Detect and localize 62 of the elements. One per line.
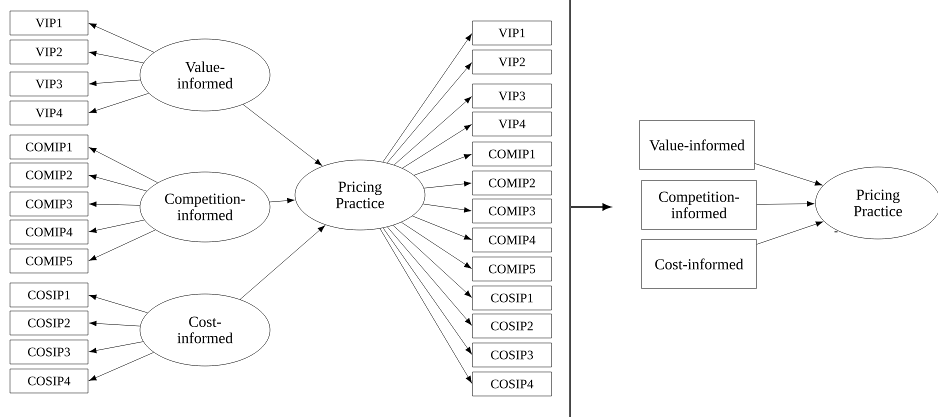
arrow	[422, 204, 472, 213]
arrow	[380, 228, 472, 384]
arrow	[89, 220, 145, 234]
arrow	[269, 198, 295, 204]
indicator-box: COMIP1	[10, 134, 88, 160]
arrow	[88, 174, 148, 192]
arrow	[89, 201, 140, 207]
indicator-box: COMIP5	[472, 256, 552, 282]
indicator-box: VIP3	[472, 84, 552, 108]
indicator-box: COSIP3	[10, 340, 88, 364]
arrow	[414, 154, 472, 176]
arrow	[392, 225, 472, 298]
indicator-box: COSIP4	[10, 368, 88, 394]
arrow	[89, 50, 144, 64]
construct-box: Cost-informed	[641, 239, 757, 289]
indicator-box: COMIP4	[10, 220, 88, 244]
arrow	[88, 23, 154, 53]
indicator-box: VIP4	[472, 112, 552, 136]
arrow	[402, 124, 472, 168]
indicator-box: COMIP2	[472, 170, 552, 196]
arrow	[89, 320, 140, 326]
arrow	[242, 104, 322, 166]
arrow	[756, 221, 824, 245]
indicator-box: COSIP1	[472, 286, 552, 310]
arrow	[89, 80, 141, 86]
arrow	[88, 294, 148, 314]
construct-box: Value-informed	[639, 120, 755, 170]
arrow	[382, 228, 472, 354]
arrow	[401, 222, 472, 269]
arrow	[88, 352, 154, 381]
arrow	[88, 93, 149, 114]
arrow	[756, 201, 814, 207]
indicator-box: COSIP4	[472, 372, 552, 396]
indicator-box: COSIP1	[10, 282, 88, 308]
indicator-box: VIP3	[10, 72, 88, 96]
arrow	[387, 226, 472, 326]
indicator-box: COSIP2	[10, 310, 88, 336]
arrow	[89, 341, 144, 354]
mark-text: -	[834, 231, 838, 232]
indicator-box: COSIP3	[472, 342, 552, 368]
indicator-box: VIP1	[472, 20, 552, 46]
arrow	[88, 147, 158, 183]
indicator-box: VIP1	[10, 10, 88, 36]
arrow	[386, 62, 472, 164]
indicator-box: COMIP4	[472, 228, 552, 252]
indicator-box: COMIP2	[10, 162, 88, 188]
indicator-box: COSIP2	[472, 314, 552, 338]
arrow	[240, 225, 326, 300]
arrow	[382, 34, 472, 162]
arrow	[424, 181, 472, 188]
indicator-box: VIP4	[10, 100, 88, 126]
arrow	[394, 96, 472, 166]
construct-box: Competition-informed	[641, 180, 757, 230]
arrow	[88, 230, 156, 261]
arrow	[412, 216, 472, 240]
indicator-box: COMIP5	[10, 248, 88, 274]
arrow	[754, 163, 822, 186]
indicator-box: VIP2	[10, 40, 88, 64]
indicator-box: COMIP3	[10, 192, 88, 216]
indicator-box: COMIP3	[472, 198, 552, 224]
indicator-box: COMIP1	[472, 142, 552, 166]
indicator-box: VIP2	[472, 50, 552, 74]
